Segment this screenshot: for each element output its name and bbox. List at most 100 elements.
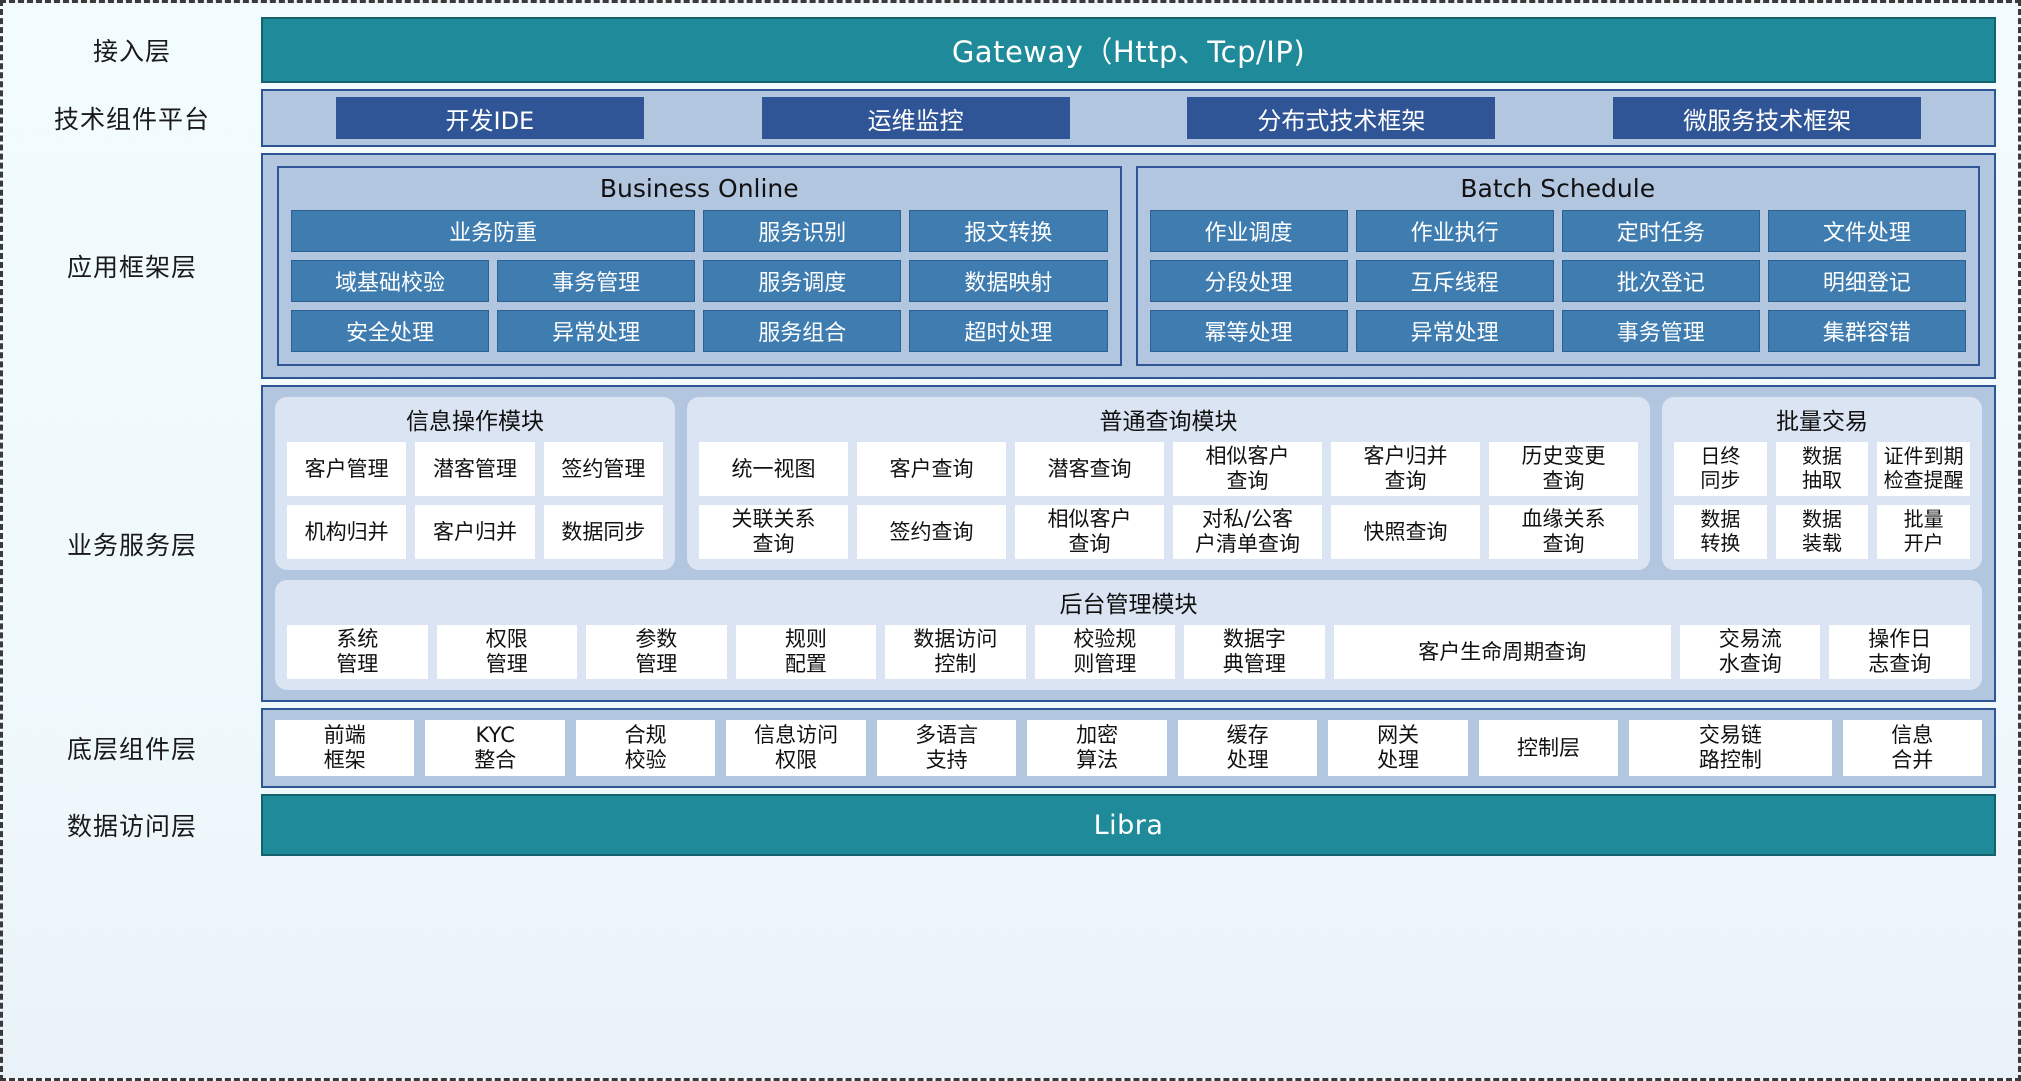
query-cell-4[interactable]: 客户归并 查询 bbox=[1331, 442, 1480, 496]
layer-label-access: 接入层 bbox=[92, 37, 171, 66]
batch-cell-4[interactable]: 数据 装载 bbox=[1775, 505, 1869, 559]
bottom-cell-4[interactable]: 多语言 支持 bbox=[876, 720, 1017, 776]
module-title-common-query: 普通查询模块 bbox=[1099, 409, 1238, 435]
bottom-cell-0[interactable]: 前端 框架 bbox=[275, 720, 415, 776]
panel-business-online: Business Online 业务防重 服务识别 报文转换 域基础校验 事务管… bbox=[277, 166, 1122, 366]
bo-cell-7[interactable]: 安全处理 bbox=[291, 310, 490, 352]
info-cell-3[interactable]: 机构归并 bbox=[287, 505, 407, 559]
data-access-layer-bar: Libra bbox=[261, 794, 1996, 856]
tech-chip-distributed-framework[interactable]: 分布式技术框架 bbox=[1187, 97, 1496, 139]
bs-cell-10[interactable]: 事务管理 bbox=[1561, 310, 1760, 352]
admin-cell-6[interactable]: 数据字 典管理 bbox=[1184, 625, 1325, 679]
module-common-query: 普通查询模块 统一视图 客户查询 潜客查询 相似客户 查询 客户归并 查询 历史… bbox=[687, 397, 1650, 570]
bo-cell-1[interactable]: 服务识别 bbox=[703, 210, 902, 252]
query-cell-7[interactable]: 签约查询 bbox=[857, 505, 1006, 559]
module-title-info-operations: 信息操作模块 bbox=[406, 409, 544, 435]
business-online-grid: 业务防重 服务识别 报文转换 域基础校验 事务管理 服务调度 数据映射 安全处理… bbox=[291, 210, 1108, 352]
layer-label-app-framework: 应用框架层 bbox=[66, 253, 197, 282]
bottom-components-band: 前端 框架 KYC 整合 合规 校验 信息访问 权限 多语言 支持 加密 算法 … bbox=[261, 708, 1996, 788]
bottom-cell-2[interactable]: 合规 校验 bbox=[575, 720, 716, 776]
admin-cell-0[interactable]: 系统 管理 bbox=[287, 625, 428, 679]
batch-cell-2[interactable]: 证件到期 检查提醒 bbox=[1877, 442, 1970, 496]
query-cell-3[interactable]: 相似客户 查询 bbox=[1173, 442, 1322, 496]
batch-cell-0[interactable]: 日终 同步 bbox=[1674, 442, 1767, 496]
access-layer-gateway-bar: Gateway（Http、Tcp/IP) bbox=[261, 17, 1996, 83]
bottom-cell-8[interactable]: 控制层 bbox=[1478, 720, 1619, 776]
bottom-cell-3[interactable]: 信息访问 权限 bbox=[726, 720, 866, 776]
bs-cell-11[interactable]: 集群容错 bbox=[1767, 310, 1966, 352]
bs-cell-3[interactable]: 文件处理 bbox=[1767, 210, 1966, 252]
bs-cell-5[interactable]: 互斥线程 bbox=[1355, 260, 1554, 302]
batch-cell-1[interactable]: 数据 抽取 bbox=[1775, 442, 1869, 496]
bs-cell-1[interactable]: 作业执行 bbox=[1355, 210, 1554, 252]
tech-chip-ide[interactable]: 开发IDE bbox=[335, 97, 644, 139]
bo-cell-0[interactable]: 业务防重 bbox=[291, 210, 696, 252]
admin-cell-4[interactable]: 数据访问 控制 bbox=[885, 625, 1026, 679]
admin-cell-1[interactable]: 权限 管理 bbox=[436, 625, 578, 679]
bottom-cell-6[interactable]: 缓存 处理 bbox=[1177, 720, 1318, 776]
panel-title-batch-schedule: Batch Schedule bbox=[1460, 174, 1656, 203]
info-cell-0[interactable]: 客户管理 bbox=[287, 442, 407, 496]
module-title-batch-transaction: 批量交易 bbox=[1776, 409, 1868, 435]
batch-schedule-grid: 作业调度 作业执行 定时任务 文件处理 分段处理 互斥线程 批次登记 明细登记 … bbox=[1149, 210, 1966, 352]
app-framework-band: Business Online 业务防重 服务识别 报文转换 域基础校验 事务管… bbox=[261, 153, 1996, 379]
bs-cell-6[interactable]: 批次登记 bbox=[1561, 260, 1760, 302]
bo-cell-8[interactable]: 异常处理 bbox=[497, 310, 696, 352]
layer-label-bottom-components: 底层组件层 bbox=[66, 735, 197, 764]
admin-module-grid: 系统 管理 权限 管理 参数 管理 规则 配置 数据访问 控制 校验规 则管理 … bbox=[287, 625, 1970, 679]
bs-cell-8[interactable]: 幂等处理 bbox=[1149, 310, 1348, 352]
info-cell-4[interactable]: 客户归并 bbox=[415, 505, 535, 559]
bs-cell-7[interactable]: 明细登记 bbox=[1767, 260, 1966, 302]
query-cell-10[interactable]: 快照查询 bbox=[1331, 505, 1480, 559]
bs-cell-9[interactable]: 异常处理 bbox=[1355, 310, 1554, 352]
business-service-top-row: 信息操作模块 客户管理 潜客管理 签约管理 机构归并 客户归并 数据同步 普通查… bbox=[275, 397, 1982, 570]
bs-cell-4[interactable]: 分段处理 bbox=[1149, 260, 1348, 302]
bo-cell-6[interactable]: 数据映射 bbox=[909, 260, 1108, 302]
tech-chip-ops-monitoring[interactable]: 运维监控 bbox=[761, 97, 1070, 139]
bo-cell-9[interactable]: 服务组合 bbox=[703, 310, 902, 352]
bo-cell-10[interactable]: 超时处理 bbox=[909, 310, 1108, 352]
bs-cell-2[interactable]: 定时任务 bbox=[1561, 210, 1760, 252]
layer-label-business-service: 业务服务层 bbox=[66, 530, 197, 560]
panel-batch-schedule: Batch Schedule 作业调度 作业执行 定时任务 文件处理 分段处理 … bbox=[1135, 166, 1980, 366]
admin-cell-8[interactable]: 交易流 水查询 bbox=[1679, 625, 1821, 679]
bottom-cell-5[interactable]: 加密 算法 bbox=[1027, 720, 1167, 776]
bs-cell-0[interactable]: 作业调度 bbox=[1149, 210, 1348, 252]
panel-title-business-online: Business Online bbox=[599, 174, 799, 203]
info-cell-2[interactable]: 签约管理 bbox=[543, 442, 663, 496]
bottom-cell-9[interactable]: 交易链 路控制 bbox=[1629, 720, 1832, 776]
batch-cell-3[interactable]: 数据 转换 bbox=[1674, 505, 1767, 559]
admin-cell-3[interactable]: 规则 配置 bbox=[735, 625, 877, 679]
bo-cell-2[interactable]: 报文转换 bbox=[909, 210, 1108, 252]
business-service-band: 信息操作模块 客户管理 潜客管理 签约管理 机构归并 客户归并 数据同步 普通查… bbox=[261, 385, 1996, 702]
query-cell-6[interactable]: 关联关系 查询 bbox=[699, 505, 848, 559]
query-module-grid: 统一视图 客户查询 潜客查询 相似客户 查询 客户归并 查询 历史变更 查询 关… bbox=[699, 442, 1638, 559]
query-cell-5[interactable]: 历史变更 查询 bbox=[1489, 442, 1638, 496]
admin-cell-2[interactable]: 参数 管理 bbox=[586, 625, 727, 679]
bo-cell-5[interactable]: 服务调度 bbox=[703, 260, 902, 302]
query-cell-11[interactable]: 血缘关系 查询 bbox=[1489, 505, 1638, 559]
admin-cell-9[interactable]: 操作日 志查询 bbox=[1829, 625, 1970, 679]
bo-cell-3[interactable]: 域基础校验 bbox=[291, 260, 490, 302]
module-info-operations: 信息操作模块 客户管理 潜客管理 签约管理 机构归并 客户归并 数据同步 bbox=[275, 397, 675, 570]
module-title-backend-admin: 后台管理模块 bbox=[1059, 592, 1198, 618]
admin-cell-5[interactable]: 校验规 则管理 bbox=[1034, 625, 1176, 679]
query-cell-9[interactable]: 对私/公客 户清单查询 bbox=[1173, 505, 1322, 559]
bo-cell-4[interactable]: 事务管理 bbox=[497, 260, 696, 302]
query-cell-8[interactable]: 相似客户 查询 bbox=[1015, 505, 1164, 559]
bottom-cell-7[interactable]: 网关 处理 bbox=[1328, 720, 1468, 776]
batch-module-grid: 日终 同步 数据 抽取 证件到期 检查提醒 数据 转换 数据 装载 批量 开户 bbox=[1674, 442, 1970, 559]
batch-cell-5[interactable]: 批量 开户 bbox=[1877, 505, 1970, 559]
info-cell-5[interactable]: 数据同步 bbox=[543, 505, 663, 559]
bottom-cell-1[interactable]: KYC 整合 bbox=[425, 720, 565, 776]
libra-title: Libra bbox=[1093, 809, 1164, 841]
tech-chip-microservice-framework[interactable]: 微服务技术框架 bbox=[1613, 97, 1922, 139]
info-cell-1[interactable]: 潜客管理 bbox=[415, 442, 535, 496]
query-cell-0[interactable]: 统一视图 bbox=[699, 442, 848, 496]
query-cell-2[interactable]: 潜客查询 bbox=[1015, 442, 1164, 496]
gateway-title: Gateway（Http、Tcp/IP) bbox=[951, 35, 1306, 69]
query-cell-1[interactable]: 客户查询 bbox=[857, 442, 1006, 496]
bottom-cell-10[interactable]: 信息 合并 bbox=[1842, 720, 1982, 776]
admin-cell-7[interactable]: 客户生命周期查询 bbox=[1333, 625, 1671, 679]
